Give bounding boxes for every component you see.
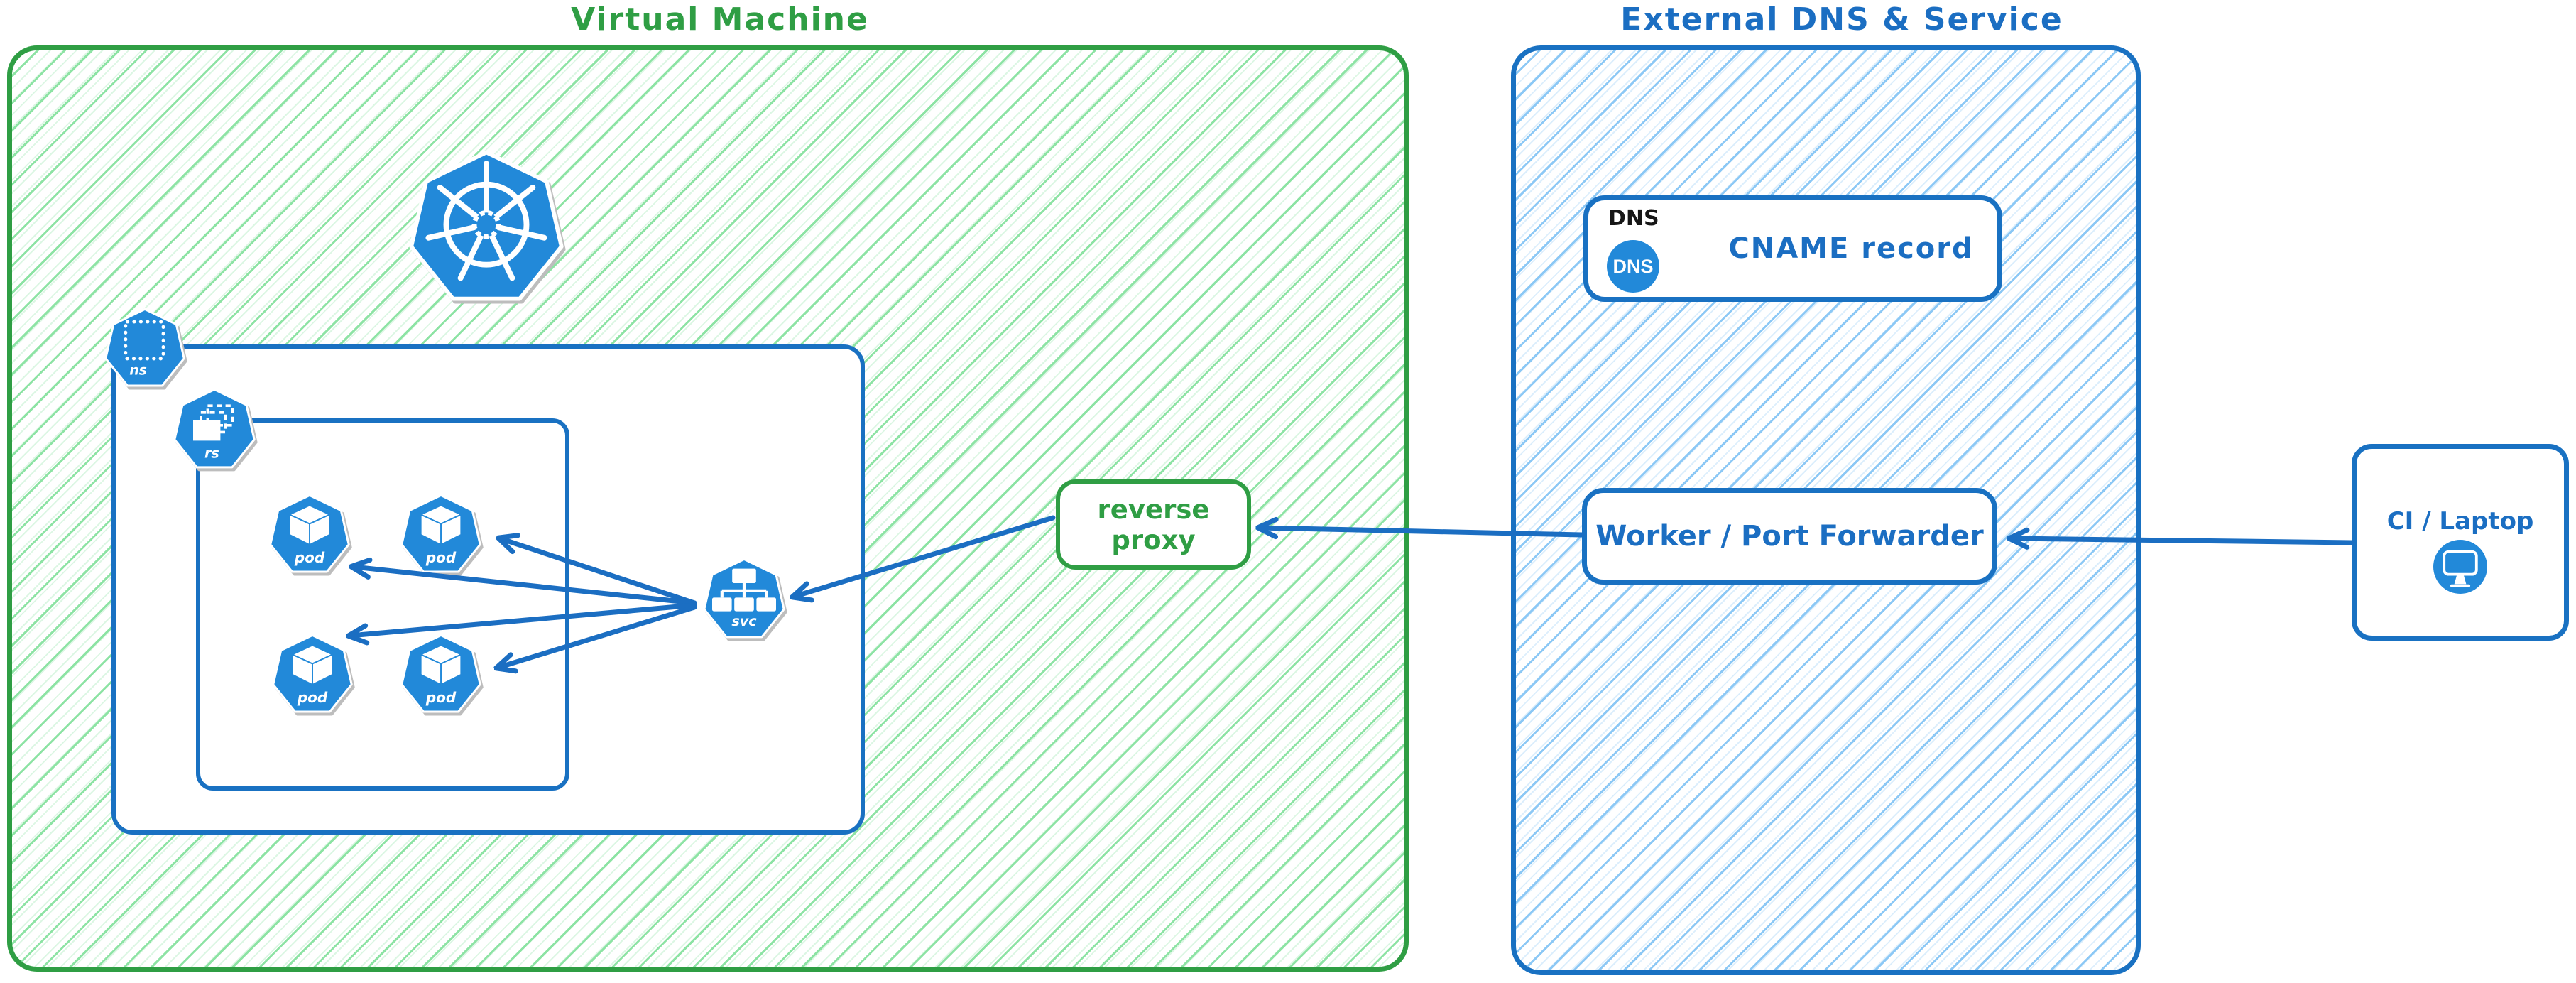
vm-title: Virtual Machine <box>571 1 869 38</box>
replicaset-icon[interactable]: rs <box>172 388 257 473</box>
pod-1-label: pod <box>294 549 325 566</box>
cube-glyph <box>291 644 334 685</box>
pod-4-icon[interactable]: pod <box>399 634 483 717</box>
replicaset-box[interactable] <box>196 418 569 791</box>
worker-port-forwarder-box[interactable]: Worker / Port Forwarder <box>1582 488 1997 585</box>
cube-glyph <box>420 504 462 545</box>
reverse-proxy-label: reverse proxy <box>1097 494 1210 555</box>
replicaset-icon-label: rs <box>204 445 219 461</box>
dotted-square-glyph <box>124 320 165 361</box>
worker-port-forwarder-label: Worker / Port Forwarder <box>1595 520 1984 553</box>
reverse-proxy-box[interactable]: reverse proxy <box>1056 479 1251 570</box>
service-tree-glyph <box>712 568 776 612</box>
dns-badge-label: DNS <box>1612 255 1654 277</box>
pod-2-label: pod <box>425 549 457 566</box>
dns-badge-icon[interactable]: DNS <box>1607 240 1659 293</box>
dns-tag: DNS <box>1608 206 1659 231</box>
kubernetes-icon[interactable] <box>406 149 567 310</box>
ci-laptop-label: CI / Laptop <box>2386 507 2534 536</box>
external-title: External DNS & Service <box>1620 1 2063 38</box>
namespace-icon[interactable]: ns <box>103 308 187 391</box>
dns-record-box[interactable]: DNS DNS CNAME record <box>1583 195 2002 302</box>
ci-laptop-box[interactable]: CI / Laptop <box>2352 444 2569 641</box>
monitor-icon[interactable] <box>2433 540 2487 594</box>
cname-record-label: CNAME record <box>1728 232 1974 265</box>
pod-3-icon[interactable]: pod <box>271 634 354 717</box>
cube-glyph <box>288 504 331 545</box>
namespace-icon-label: ns <box>129 362 147 378</box>
service-icon-label: svc <box>731 613 757 629</box>
pod-3-label: pod <box>297 689 328 706</box>
solid-rect-glyph <box>193 420 221 441</box>
pod-1-icon[interactable]: pod <box>268 494 351 577</box>
pod-4-label: pod <box>425 689 457 706</box>
pod-2-icon[interactable]: pod <box>399 494 483 577</box>
node-port-service-icon[interactable]: svc <box>702 558 787 643</box>
cube-glyph <box>420 644 462 685</box>
